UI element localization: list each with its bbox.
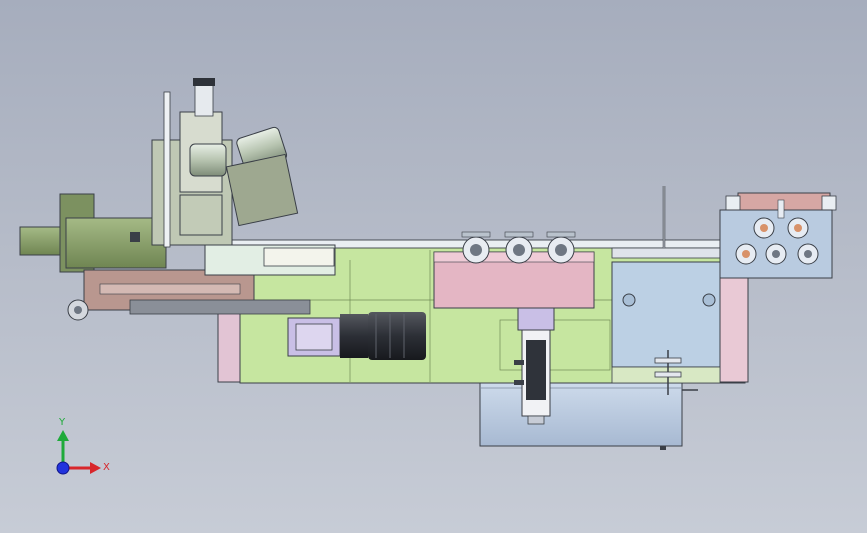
x-axis-arrowhead <box>90 462 101 474</box>
triple-roller-gearbox[interactable] <box>433 231 595 309</box>
roller-3[interactable] <box>547 236 575 264</box>
roller-1[interactable] <box>462 236 490 264</box>
coordinate-triad: Y X <box>56 417 110 475</box>
x-axis-label: X <box>103 462 110 473</box>
upper-cylinder-assembly[interactable] <box>151 78 299 248</box>
feed-roller-block[interactable] <box>719 192 837 279</box>
spindle-motor[interactable] <box>19 193 167 273</box>
y-axis-label: Y <box>58 417 66 428</box>
feed-roller-top-left[interactable] <box>753 217 775 239</box>
feed-roller-bottom-3[interactable] <box>797 243 819 265</box>
feed-roller-bottom-1[interactable] <box>735 243 757 265</box>
feed-roller-bottom-2[interactable] <box>765 243 787 265</box>
right-side-panel[interactable] <box>611 261 749 395</box>
z-axis-origin <box>56 461 70 475</box>
pneumatic-cylinder-1[interactable] <box>189 143 227 177</box>
y-axis-arrowhead <box>57 430 69 441</box>
feed-roller-top-right[interactable] <box>787 217 809 239</box>
left-slide-carriage[interactable] <box>67 244 336 321</box>
base-table[interactable] <box>479 379 683 450</box>
roller-2[interactable] <box>505 236 533 264</box>
drive-motor[interactable] <box>287 312 426 360</box>
vertical-actuator[interactable] <box>514 307 555 425</box>
